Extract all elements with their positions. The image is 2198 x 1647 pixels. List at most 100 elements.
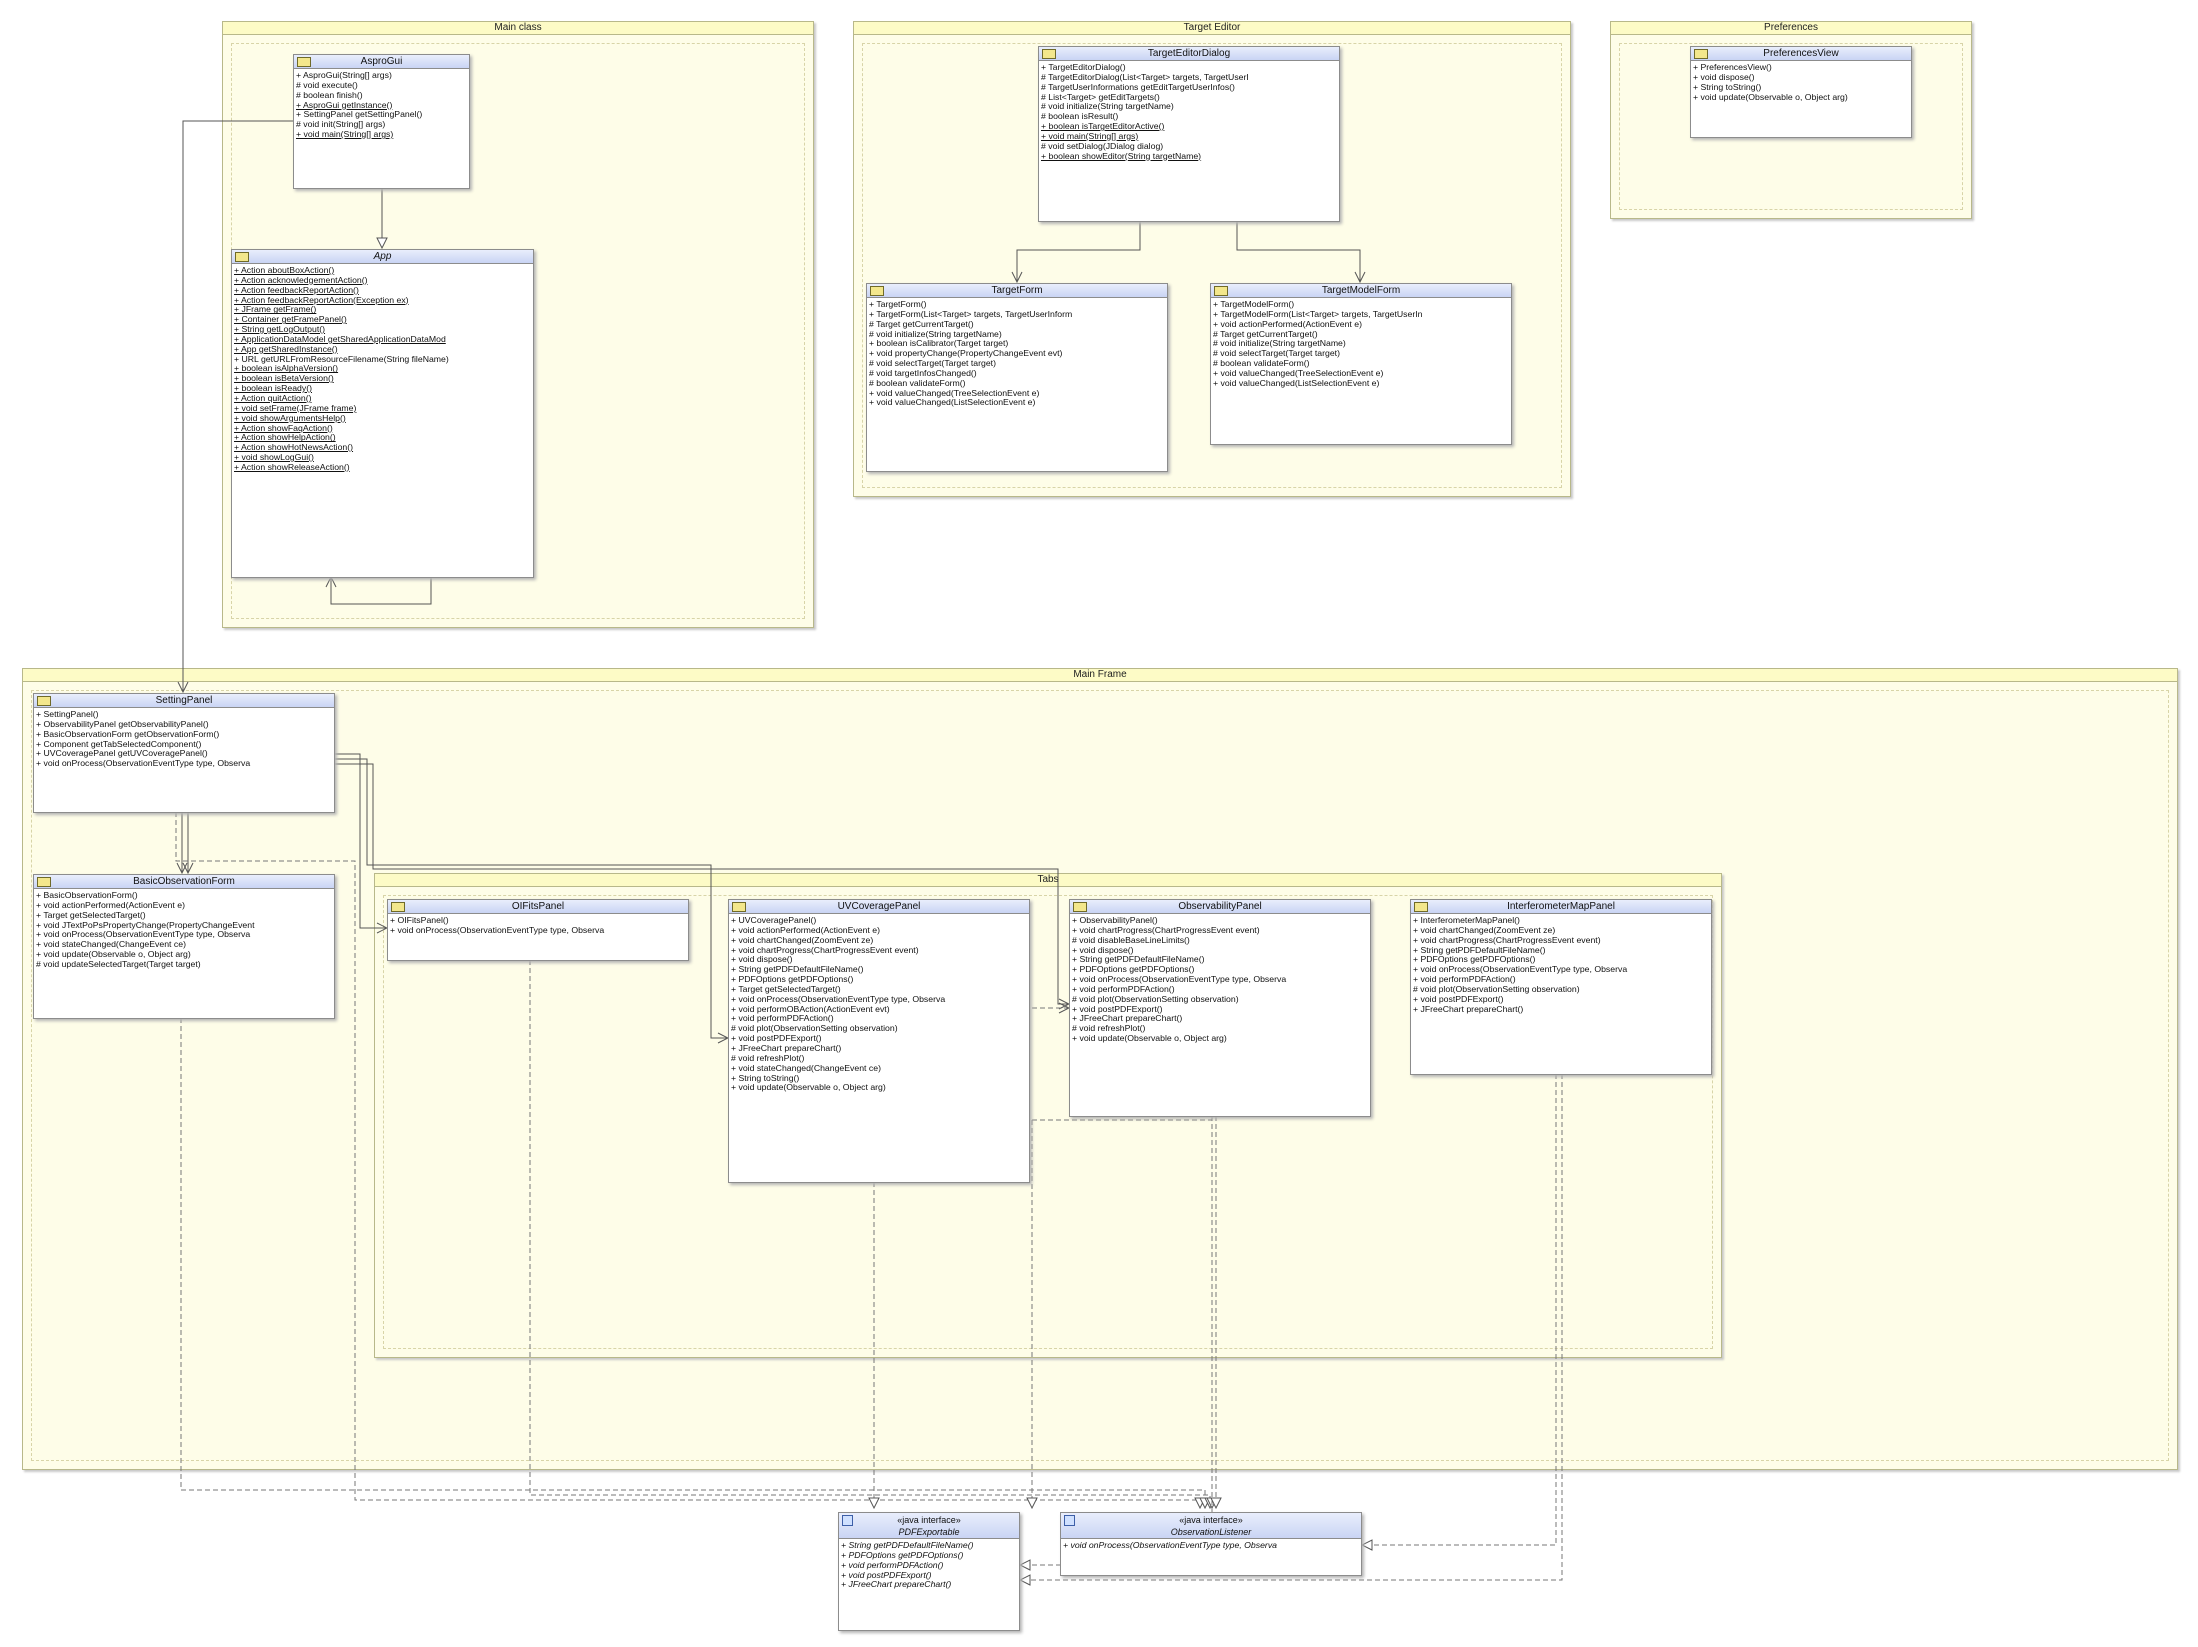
member-list: + String getPDFDefaultFileName()+ PDFOpt… xyxy=(839,1539,1019,1592)
class-basicobservationform[interactable]: BasicObservationForm + BasicObservationF… xyxy=(33,874,335,1019)
class-preferencesview[interactable]: PreferencesView + PreferencesView()+ voi… xyxy=(1690,46,1912,138)
class-member: + Component getTabSelectedComponent() xyxy=(36,739,202,749)
class-member: # void initialize(String targetName) xyxy=(1213,339,1346,349)
class-member: + void valueChanged(ListSelectionEvent e… xyxy=(869,398,1036,408)
class-member: + void performOBAction(ActionEvent evt) xyxy=(731,1004,890,1014)
association-app-self xyxy=(331,577,432,605)
class-member: # boolean finish() xyxy=(296,90,363,100)
class-interferometermappanel[interactable]: InterferometerMapPanel + InterferometerM… xyxy=(1410,899,1712,1075)
class-asprogui[interactable]: AsproGui + AsproGui(String[] args)# void… xyxy=(293,54,470,189)
class-member: + void performPDFAction() xyxy=(1072,984,1175,994)
member-list: + PreferencesView()+ void dispose()+ Str… xyxy=(1691,61,1911,104)
class-member: + TargetForm() xyxy=(869,300,927,309)
class-member: + boolean isBetaVersion() xyxy=(234,374,334,384)
class-member: # void setDialog(JDialog dialog) xyxy=(1041,141,1164,151)
class-icon xyxy=(297,57,311,67)
class-member: + void dispose() xyxy=(1072,945,1134,955)
class-member: + void valueChanged(TreeSelectionEvent e… xyxy=(1213,368,1384,378)
class-member: + AsproGui(String[] args) xyxy=(296,71,392,80)
class-member: + boolean isCalibrator(Target target) xyxy=(869,339,1009,349)
class-member: + UVCoveragePanel() xyxy=(731,916,817,925)
class-member: # void disableBaseLineLimits() xyxy=(1072,935,1190,945)
class-name: OIFitsPanel xyxy=(511,901,565,912)
class-member: # void plot(ObservationSetting observati… xyxy=(1413,984,1580,994)
class-member: + void valueChanged(TreeSelectionEvent e… xyxy=(869,388,1040,398)
association-settingpanel-uvcoverage xyxy=(333,758,728,1038)
class-member: + void actionPerformed(ActionEvent e) xyxy=(1213,319,1362,329)
class-member: + void chartProgress(ChartProgressEvent … xyxy=(1072,925,1260,935)
class-targetform[interactable]: TargetForm + TargetForm()+ TargetForm(Li… xyxy=(866,283,1168,472)
class-member: + Action feedbackReportAction() xyxy=(234,285,359,295)
class-member: # void initialize(String targetName) xyxy=(869,329,1002,339)
class-member: + void postPDFExport() xyxy=(731,1034,822,1044)
class-icon xyxy=(1042,49,1056,59)
class-icon xyxy=(1214,286,1228,296)
class-member: + void onProcess(ObservationEventType ty… xyxy=(1413,965,1628,975)
class-member: + boolean isTargetEditorActive() xyxy=(1041,122,1165,132)
class-member: + void postPDFExport() xyxy=(1072,1004,1163,1014)
class-member: + void actionPerformed(ActionEvent e) xyxy=(731,925,880,935)
class-member: + void chartChanged(ZoomEvent ze) xyxy=(1413,925,1556,935)
interface-icon xyxy=(1064,1515,1075,1526)
class-member: + OIFitsPanel() xyxy=(390,916,449,925)
association-asprogui-settingpanel xyxy=(183,120,293,692)
class-member: + Action showHotNewsAction() xyxy=(234,443,354,453)
class-member: # Target getCurrentTarget() xyxy=(1213,329,1318,339)
class-member: + AsproGui getInstance() xyxy=(296,100,393,110)
class-member: + Target getSelectedTarget() xyxy=(731,984,841,994)
class-member: + void onProcess(ObservationEventType ty… xyxy=(390,925,605,935)
class-member: # boolean validateForm() xyxy=(869,378,966,388)
class-icon xyxy=(37,877,51,887)
class-icon xyxy=(732,902,746,912)
class-name: SettingPanel xyxy=(155,695,213,706)
class-member: + Action showFaqAction() xyxy=(234,423,333,433)
class-oifitspanel[interactable]: OIFitsPanel + OIFitsPanel()+ void onProc… xyxy=(387,899,689,961)
class-member: # Target getCurrentTarget() xyxy=(869,319,974,329)
class-name: TargetModelForm xyxy=(1321,285,1401,296)
class-member: + void chartChanged(ZoomEvent ze) xyxy=(731,935,874,945)
class-member: + String getPDFDefaultFileName() xyxy=(1413,945,1546,955)
class-icon xyxy=(1073,902,1087,912)
class-member: + Target getSelectedTarget() xyxy=(36,910,146,920)
class-member: + void chartProgress(ChartProgressEvent … xyxy=(731,945,919,955)
class-name: ObservabilityPanel xyxy=(1178,901,1262,912)
class-member: + App getSharedInstance() xyxy=(234,344,338,354)
class-member: # TargetUserInformations getEditTargetUs… xyxy=(1041,82,1235,92)
class-targetmodelform[interactable]: TargetModelForm + TargetModelForm()+ Tar… xyxy=(1210,283,1512,445)
member-list: + SettingPanel()+ ObservabilityPanel get… xyxy=(34,708,334,771)
realization-intmap-listener xyxy=(1362,1074,1557,1545)
class-icon xyxy=(870,286,884,296)
class-member: + Action showHelpAction() xyxy=(234,433,336,443)
member-list: + TargetEditorDialog()# TargetEditorDial… xyxy=(1039,61,1339,163)
class-app[interactable]: App + Action aboutBoxAction()+ Action ac… xyxy=(231,249,534,578)
interface-observationlistener[interactable]: «java interface»ObservationListener + vo… xyxy=(1060,1512,1362,1576)
class-member: + void stateChanged(ChangeEvent ce) xyxy=(36,940,186,950)
class-member: # List<Target> getEditTargets() xyxy=(1041,92,1160,102)
class-member: + JFreeChart prepareChart() xyxy=(731,1043,842,1053)
class-member: # void execute() xyxy=(296,80,358,90)
class-member: + void onProcess(ObservationEventType ty… xyxy=(36,930,251,940)
class-member: + Action showReleaseAction() xyxy=(234,462,350,472)
class-member: + TargetEditorDialog() xyxy=(1041,63,1126,72)
class-uvcoveragepanel[interactable]: UVCoveragePanel + UVCoveragePanel()+ voi… xyxy=(728,899,1030,1183)
class-member: + String getPDFDefaultFileName() xyxy=(1072,955,1205,965)
interface-pdfexportable[interactable]: «java interface»PDFExportable + String g… xyxy=(838,1512,1020,1631)
class-member: + String getPDFDefaultFileName() xyxy=(841,1541,974,1550)
class-member: + String getPDFDefaultFileName() xyxy=(731,965,864,975)
class-targeteditordialog[interactable]: TargetEditorDialog + TargetEditorDialog(… xyxy=(1038,46,1340,222)
class-member: + BasicObservationForm() xyxy=(36,891,138,900)
class-member: + void onProcess(ObservationEventType ty… xyxy=(731,994,946,1004)
realization-oifits-listener xyxy=(529,960,1210,1508)
class-settingpanel[interactable]: SettingPanel + SettingPanel()+ Observabi… xyxy=(33,693,335,813)
class-member: + boolean showEditor(String targetName) xyxy=(1041,151,1202,161)
class-member: + void valueChanged(ListSelectionEvent e… xyxy=(1213,378,1380,388)
class-observabilitypanel[interactable]: ObservabilityPanel + ObservabilityPanel(… xyxy=(1069,899,1371,1117)
member-list: + void onProcess(ObservationEventType ty… xyxy=(1061,1539,1361,1553)
realization-uvcoverage-listener xyxy=(1032,1119,1212,1508)
class-name: UVCoveragePanel xyxy=(837,901,921,912)
class-member: + JFrame getFrame() xyxy=(234,305,317,315)
class-member: + void showArgumentsHelp() xyxy=(234,413,346,423)
realization-observability-pdf xyxy=(1020,1116,1213,1565)
class-member: + ApplicationDataModel getSharedApplicat… xyxy=(234,334,446,344)
